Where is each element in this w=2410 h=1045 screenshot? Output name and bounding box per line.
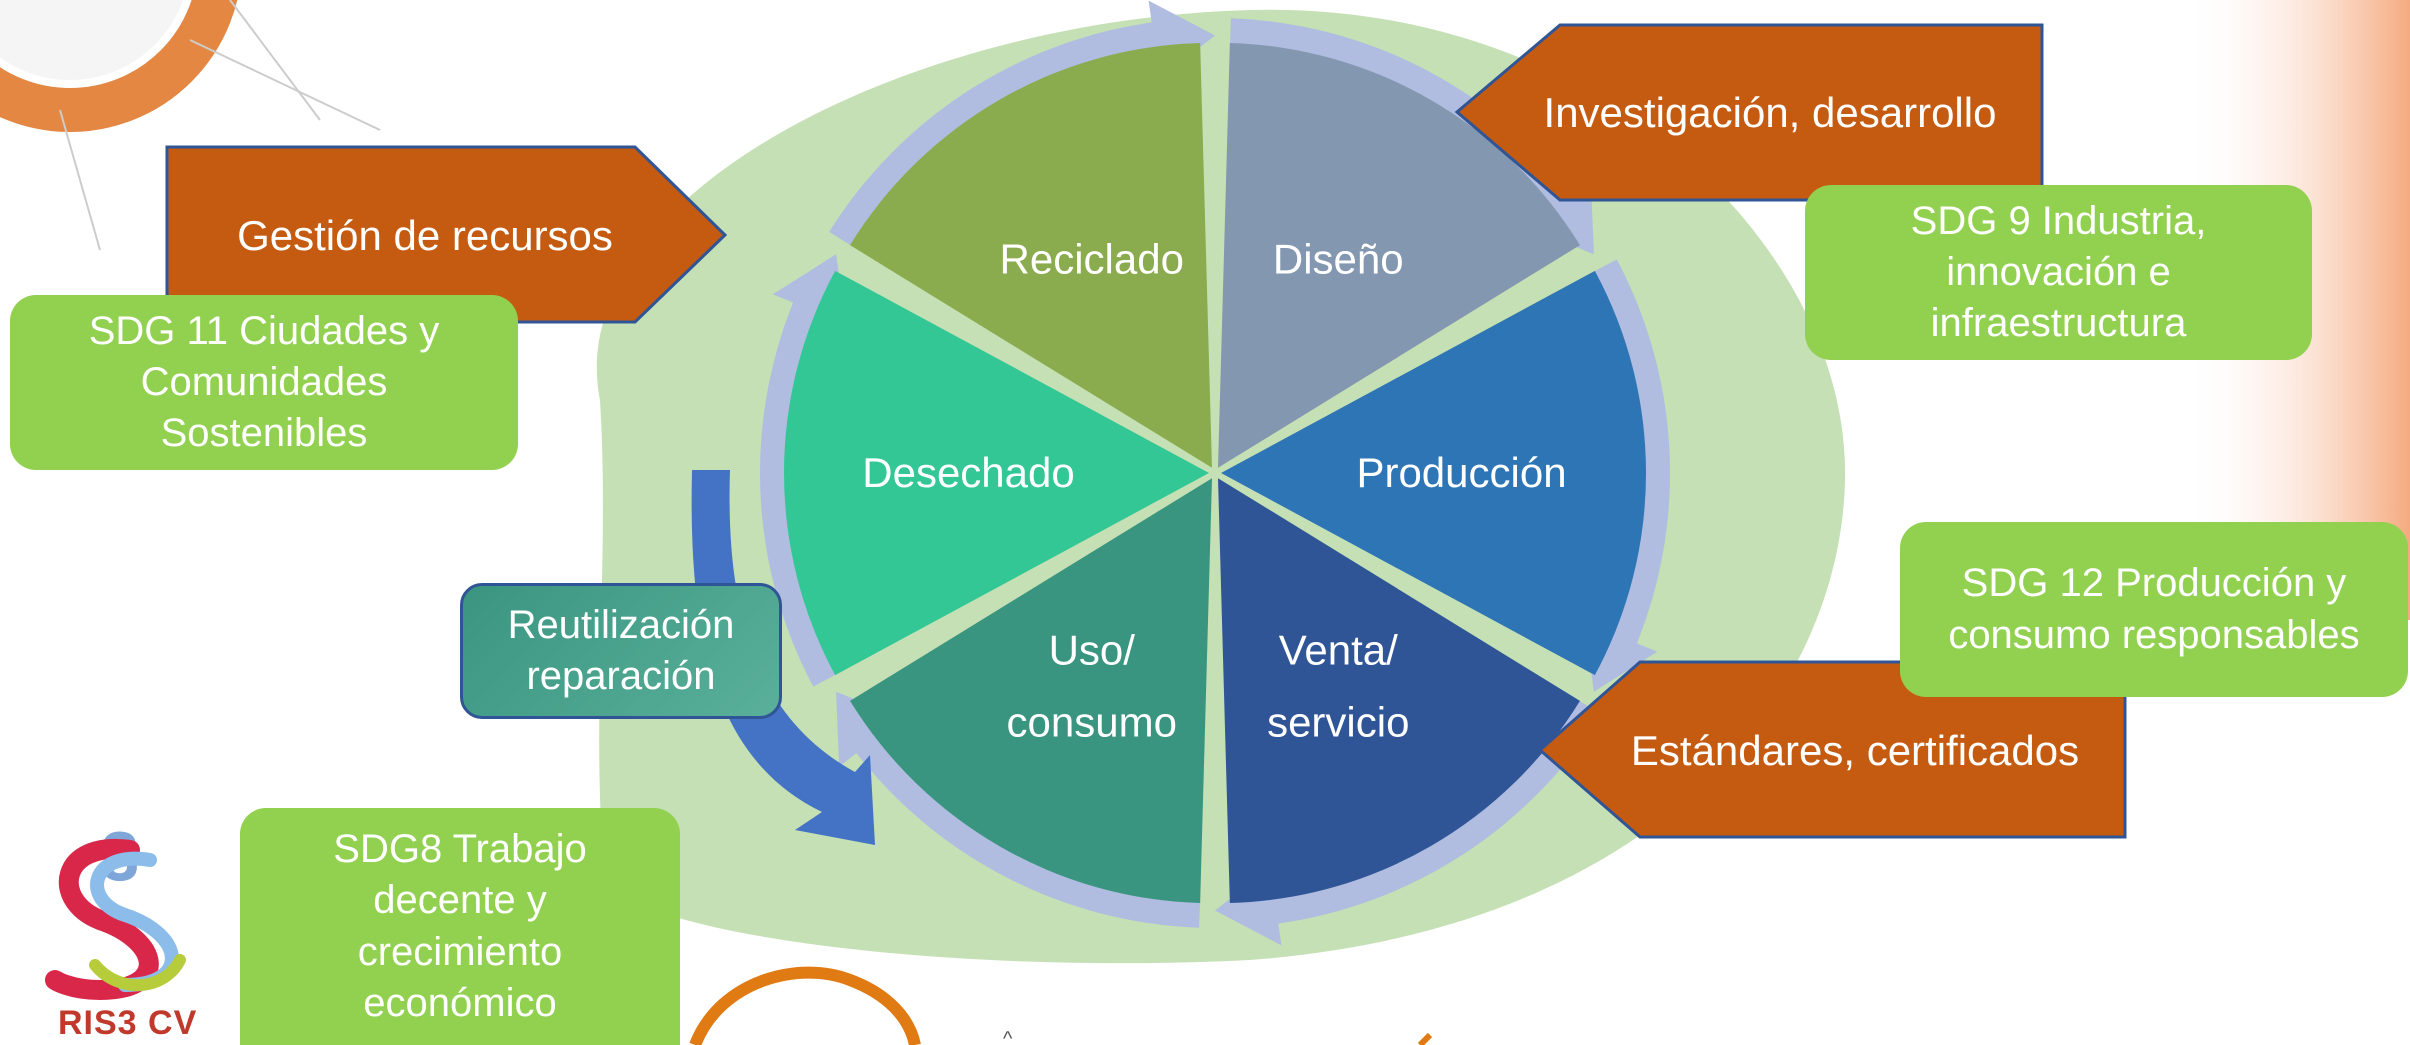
sdg8-line2: decente y: [373, 878, 547, 923]
sdg8-line3: crecimiento: [357, 929, 563, 974]
bottom-orange-circle-partial: [689, 966, 921, 1045]
callout-estandares-label: Estándares, certificados: [1631, 727, 2079, 774]
decorative-corner-graphic: [0, 0, 381, 251]
sdg12-line1: SDG 12 Producción y: [1961, 561, 2347, 606]
sector-label-venta: Venta/servicio: [1267, 626, 1409, 745]
ris3-logo-text: RIS3 CV: [58, 1004, 198, 1042]
reuse-line1: Reutilización: [507, 602, 735, 647]
bottom-symbol-partial: ^: [1003, 1028, 1013, 1045]
callout-gestion-label: Gestión de recursos: [237, 212, 613, 259]
reuse-box: Reutilización reparación: [460, 583, 782, 719]
sector-reciclado: [850, 42, 1212, 468]
callout-estandares: Estándares, certificados: [1537, 660, 2127, 839]
ring-arrow-desechado: [760, 254, 846, 687]
sector-venta: [1218, 478, 1580, 904]
sdg9-box: SDG 9 Industria, innovación e infraestru…: [1805, 185, 2312, 360]
callout-investigacion: Investigación, desarrollo: [1454, 23, 2044, 202]
sdg8-line1: SDG8 Trabajo: [333, 827, 587, 872]
ring-arrow-produccion: [1584, 259, 1670, 692]
sdg8-line4: económico: [363, 980, 557, 1025]
sector-uso: [850, 478, 1212, 904]
ris3-logo: 3: [45, 817, 186, 1001]
sdg11-line1: SDG 11 Ciudades y: [88, 308, 440, 353]
sector-desechado: [784, 270, 1209, 676]
sector-diseno: [1218, 42, 1580, 468]
sector-label-uso: Uso/consumo: [1007, 626, 1177, 745]
callout-gestion: Gestión de recursos: [165, 145, 728, 324]
sdg9-line2: innovación e: [1946, 249, 2171, 294]
sector-label-diseno: Diseño: [1273, 236, 1404, 283]
sector-label-produccion: Producción: [1356, 449, 1566, 496]
sdg9-line1: SDG 9 Industria,: [1910, 198, 2207, 243]
sdg11-line2: Comunidades: [140, 359, 388, 404]
sdg11-box: SDG 11 Ciudades y Comunidades Sostenible…: [10, 295, 518, 470]
sdg12-box: SDG 12 Producción y consumo responsables: [1900, 522, 2408, 697]
bottom-orange-tick-partial: [1417, 1032, 1433, 1045]
sector-produccion: [1221, 270, 1646, 676]
sdg8-box: SDG8 Trabajo decente y crecimiento econó…: [240, 808, 680, 1045]
reuse-line2: reparación: [526, 654, 716, 698]
sector-label-desechado: Desechado: [862, 449, 1074, 496]
sdg9-line3: infraestructura: [1930, 301, 2187, 346]
sdg12-line2: consumo responsables: [1948, 612, 2360, 657]
sdg11-line3: Sostenibles: [160, 411, 368, 456]
sector-label-reciclado: Reciclado: [1000, 236, 1184, 283]
callout-investigacion-label: Investigación, desarrollo: [1544, 89, 1997, 136]
